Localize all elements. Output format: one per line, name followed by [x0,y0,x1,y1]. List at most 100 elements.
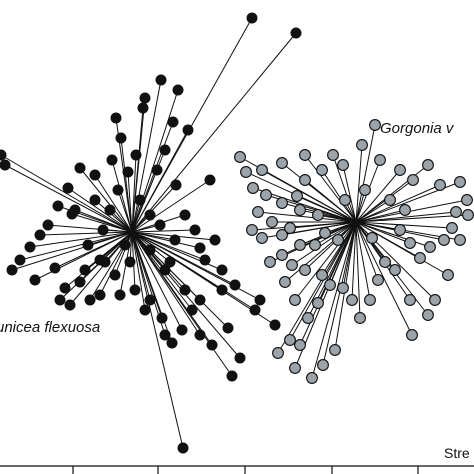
point-1-12 [299,174,311,186]
point-0-21 [34,229,46,241]
point-1-59 [329,344,341,356]
spoke-1-32 [355,221,371,301]
point-0-1 [290,27,302,39]
spoke-0-47 [131,231,236,286]
point-0-63 [154,219,166,231]
spoke-0-21 [39,231,133,236]
spoke-0-16 [79,167,133,233]
spoke-0-78 [84,231,133,271]
spoke-0-65 [131,229,196,233]
point-1-66 [339,194,351,206]
spoke-1-62 [355,221,413,336]
point-1-32 [364,294,376,306]
point-0-8 [167,116,179,128]
spoke-1-0 [355,124,376,223]
point-0-72 [222,322,234,334]
spoke-1-42 [257,211,357,223]
point-0-43 [269,319,281,331]
point-1-4 [276,157,288,169]
point-1-56 [289,362,301,374]
spoke-1-11 [296,195,357,223]
spoke-0-15 [94,174,133,233]
point-0-55 [0,149,7,161]
point-0-52 [64,299,76,311]
spoke-1-1 [355,144,363,223]
point-1-35 [324,279,336,291]
point-0-64 [179,209,191,221]
spoke-1-75 [355,221,361,319]
point-1-25 [424,241,436,253]
point-1-34 [337,282,349,294]
spoke-0-30 [114,231,133,276]
spoke-0-37 [131,231,183,331]
point-0-79 [144,209,156,221]
point-1-58 [317,359,329,371]
points-layer [0,12,474,454]
point-1-5 [256,164,268,176]
spoke-0-55 [0,154,133,233]
point-0-42 [254,294,266,306]
point-0-44 [199,254,211,266]
spoke-0-7 [120,137,133,233]
spoke-1-70 [355,199,391,223]
spoke-1-19 [355,184,441,223]
spoke-0-26 [54,231,133,269]
point-0-65 [189,224,201,236]
spoke-1-76 [355,214,469,223]
spoke-1-2 [332,154,357,223]
spoke-0-17 [67,187,133,233]
point-0-26 [49,262,61,274]
point-1-45 [294,204,306,216]
point-0-83 [122,166,134,178]
point-0-67 [112,184,124,196]
point-1-63 [429,294,441,306]
spoke-0-82 [111,159,133,233]
point-0-38 [194,329,206,341]
point-1-47 [319,227,331,239]
spoke-0-58 [94,199,133,233]
spoke-0-2 [131,79,162,233]
point-1-41 [246,224,258,236]
spoke-0-77 [104,231,133,263]
point-0-3 [172,84,184,96]
point-0-68 [97,224,109,236]
x-axis [0,465,474,474]
spoke-1-14 [342,164,357,223]
spoke-1-27 [355,221,411,244]
point-0-15 [89,169,101,181]
point-0-33 [144,294,156,306]
point-1-67 [359,184,371,196]
point-0-81 [194,242,206,254]
spoke-0-1 [131,32,297,233]
point-1-18 [422,159,434,171]
spoke-1-53 [289,221,357,341]
point-0-17 [62,182,74,194]
spoke-0-56 [4,164,133,233]
spoke-1-44 [289,221,357,229]
spoke-0-57 [74,209,133,233]
point-0-61 [144,244,156,256]
point-1-53 [284,334,296,346]
spoke-1-25 [355,221,431,248]
point-0-2 [155,74,167,86]
point-1-52 [302,312,314,324]
point-0-4 [139,92,151,104]
point-1-22 [450,206,462,218]
point-0-22 [24,241,36,253]
spoke-1-74 [317,221,357,304]
point-1-42 [252,206,264,218]
series-label-eunicea: unicea flexuosa [0,319,100,336]
point-1-68 [332,234,344,246]
point-0-11 [204,174,216,186]
point-0-24 [6,264,18,276]
spoke-0-74 [131,231,223,291]
point-1-11 [291,190,303,202]
point-0-57 [69,204,81,216]
spoke-1-18 [355,164,429,223]
point-0-28 [74,276,86,288]
spoke-1-51 [294,221,357,301]
point-0-74 [216,284,228,296]
spoke-0-12 [131,184,177,233]
point-0-40 [234,352,246,364]
